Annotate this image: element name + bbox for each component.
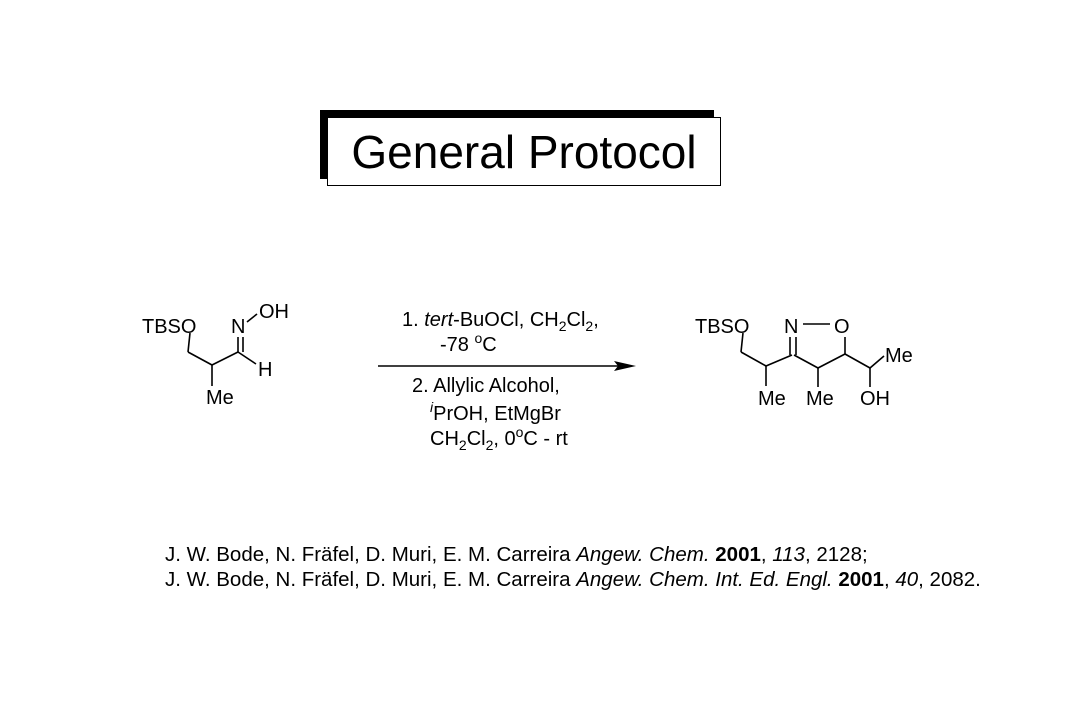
step2-line3: CH2Cl2, 0oC - rt xyxy=(430,424,568,453)
step2-sub: 2 xyxy=(459,437,467,453)
step1-sub: 2 xyxy=(559,318,567,334)
reference-2-authors: J. W. Bode, N. Fräfel, D. Muri, E. M. Ca… xyxy=(165,568,577,591)
step2-cl: Cl xyxy=(467,428,486,450)
reactant-bond-ch2-ch xyxy=(187,351,213,366)
product-structure: TBSO N O Me Me Me OH xyxy=(695,316,913,410)
product-bond-o-ch2 xyxy=(740,332,744,353)
reactant-structure: TBSO N OH H Me xyxy=(142,301,289,409)
reference-2: J. W. Bode, N. Fräfel, D. Muri, E. M. Ca… xyxy=(165,568,981,591)
step2-ch: CH xyxy=(430,428,459,450)
reference-1-journal: Angew. Chem. xyxy=(576,543,710,566)
reference-2-year: 2001 xyxy=(838,568,884,591)
step1-reagent: -BuOCl, CH xyxy=(453,309,559,331)
conditions-step1: 1. tert-BuOCl, CH2Cl2, -78 oC xyxy=(402,309,599,356)
reaction-arrow xyxy=(378,361,636,371)
reference-2-journal: Angew. Chem. Int. Ed. Engl. xyxy=(576,568,833,591)
product-me2-label: Me xyxy=(806,388,834,410)
reference-1-authors: J. W. Bode, N. Fräfel, D. Muri, E. M. Ca… xyxy=(165,543,577,566)
reference-1-year: 2001 xyxy=(715,543,761,566)
step1-comma: , xyxy=(593,309,599,331)
step2-iso: i xyxy=(430,399,434,415)
step2-degree: o xyxy=(516,424,524,440)
product-me1-label: Me xyxy=(758,388,786,410)
product-bond-c5-choh xyxy=(844,353,871,369)
reactant-me-label: Me xyxy=(206,387,234,409)
product-bond-ch-c3 xyxy=(765,354,793,367)
step1-tert: tert xyxy=(424,309,454,331)
step2-temp: , 0 xyxy=(493,428,515,450)
product-bond-ch2-ch xyxy=(740,351,767,367)
page-title: General Protocol xyxy=(327,117,721,186)
step2-reagents: PrOH, EtMgBr xyxy=(433,403,561,425)
step1-celsius: C xyxy=(482,334,496,356)
step2-line2: iPrOH, EtMgBr xyxy=(430,399,561,425)
reference-1-pages: , 2128; xyxy=(804,543,868,566)
reactant-oh-label: OH xyxy=(259,301,289,323)
reactant-bond-n-o xyxy=(246,313,258,323)
step2-sub-b: 2 xyxy=(486,437,494,453)
reference-2-pages: , 2082. xyxy=(918,568,981,591)
step2-end: C - rt xyxy=(523,428,568,450)
reactant-bond-o-ch2 xyxy=(187,332,191,353)
reactant-n-label: N xyxy=(231,316,245,338)
product-oh-label: OH xyxy=(860,388,890,410)
product-bond-choh-me xyxy=(869,355,885,369)
page-title-text: General Protocol xyxy=(351,125,697,178)
product-me3-label: Me xyxy=(885,345,913,367)
reactant-bond-ch-c xyxy=(211,351,239,366)
product-o-label: O xyxy=(834,316,850,338)
step1-sub-b: 2 xyxy=(585,318,593,334)
step1-line1: 1. tert-BuOCl, CH2Cl2, xyxy=(402,309,599,334)
product-tbso-label: TBSO xyxy=(695,316,749,338)
reference-2-volume: 40 xyxy=(895,568,919,591)
reaction-arrow-head xyxy=(614,361,636,371)
step1-temp: -78 xyxy=(440,334,474,356)
product-n-label: N xyxy=(784,316,798,338)
product-bond-c5-c4 xyxy=(817,353,846,369)
product-bond-c4-c3 xyxy=(793,354,819,369)
reference-1: J. W. Bode, N. Fräfel, D. Muri, E. M. Ca… xyxy=(165,543,868,566)
step2-line1: 2. Allylic Alcohol, xyxy=(412,375,560,397)
step1-line2: -78 oC xyxy=(440,330,497,356)
conditions-step2: 2. Allylic Alcohol, iPrOH, EtMgBr CH2Cl2… xyxy=(412,375,568,453)
reference-1-volume: 113 xyxy=(772,543,805,566)
step1-degree: o xyxy=(474,330,482,346)
step1-cl: Cl xyxy=(567,309,586,331)
reactant-bond-c-h xyxy=(237,351,257,365)
step1-number: 1. xyxy=(402,309,424,331)
reactant-h-label: H xyxy=(258,359,272,381)
references: J. W. Bode, N. Fräfel, D. Muri, E. M. Ca… xyxy=(165,542,1065,592)
reactant-tbso-label: TBSO xyxy=(142,316,196,338)
